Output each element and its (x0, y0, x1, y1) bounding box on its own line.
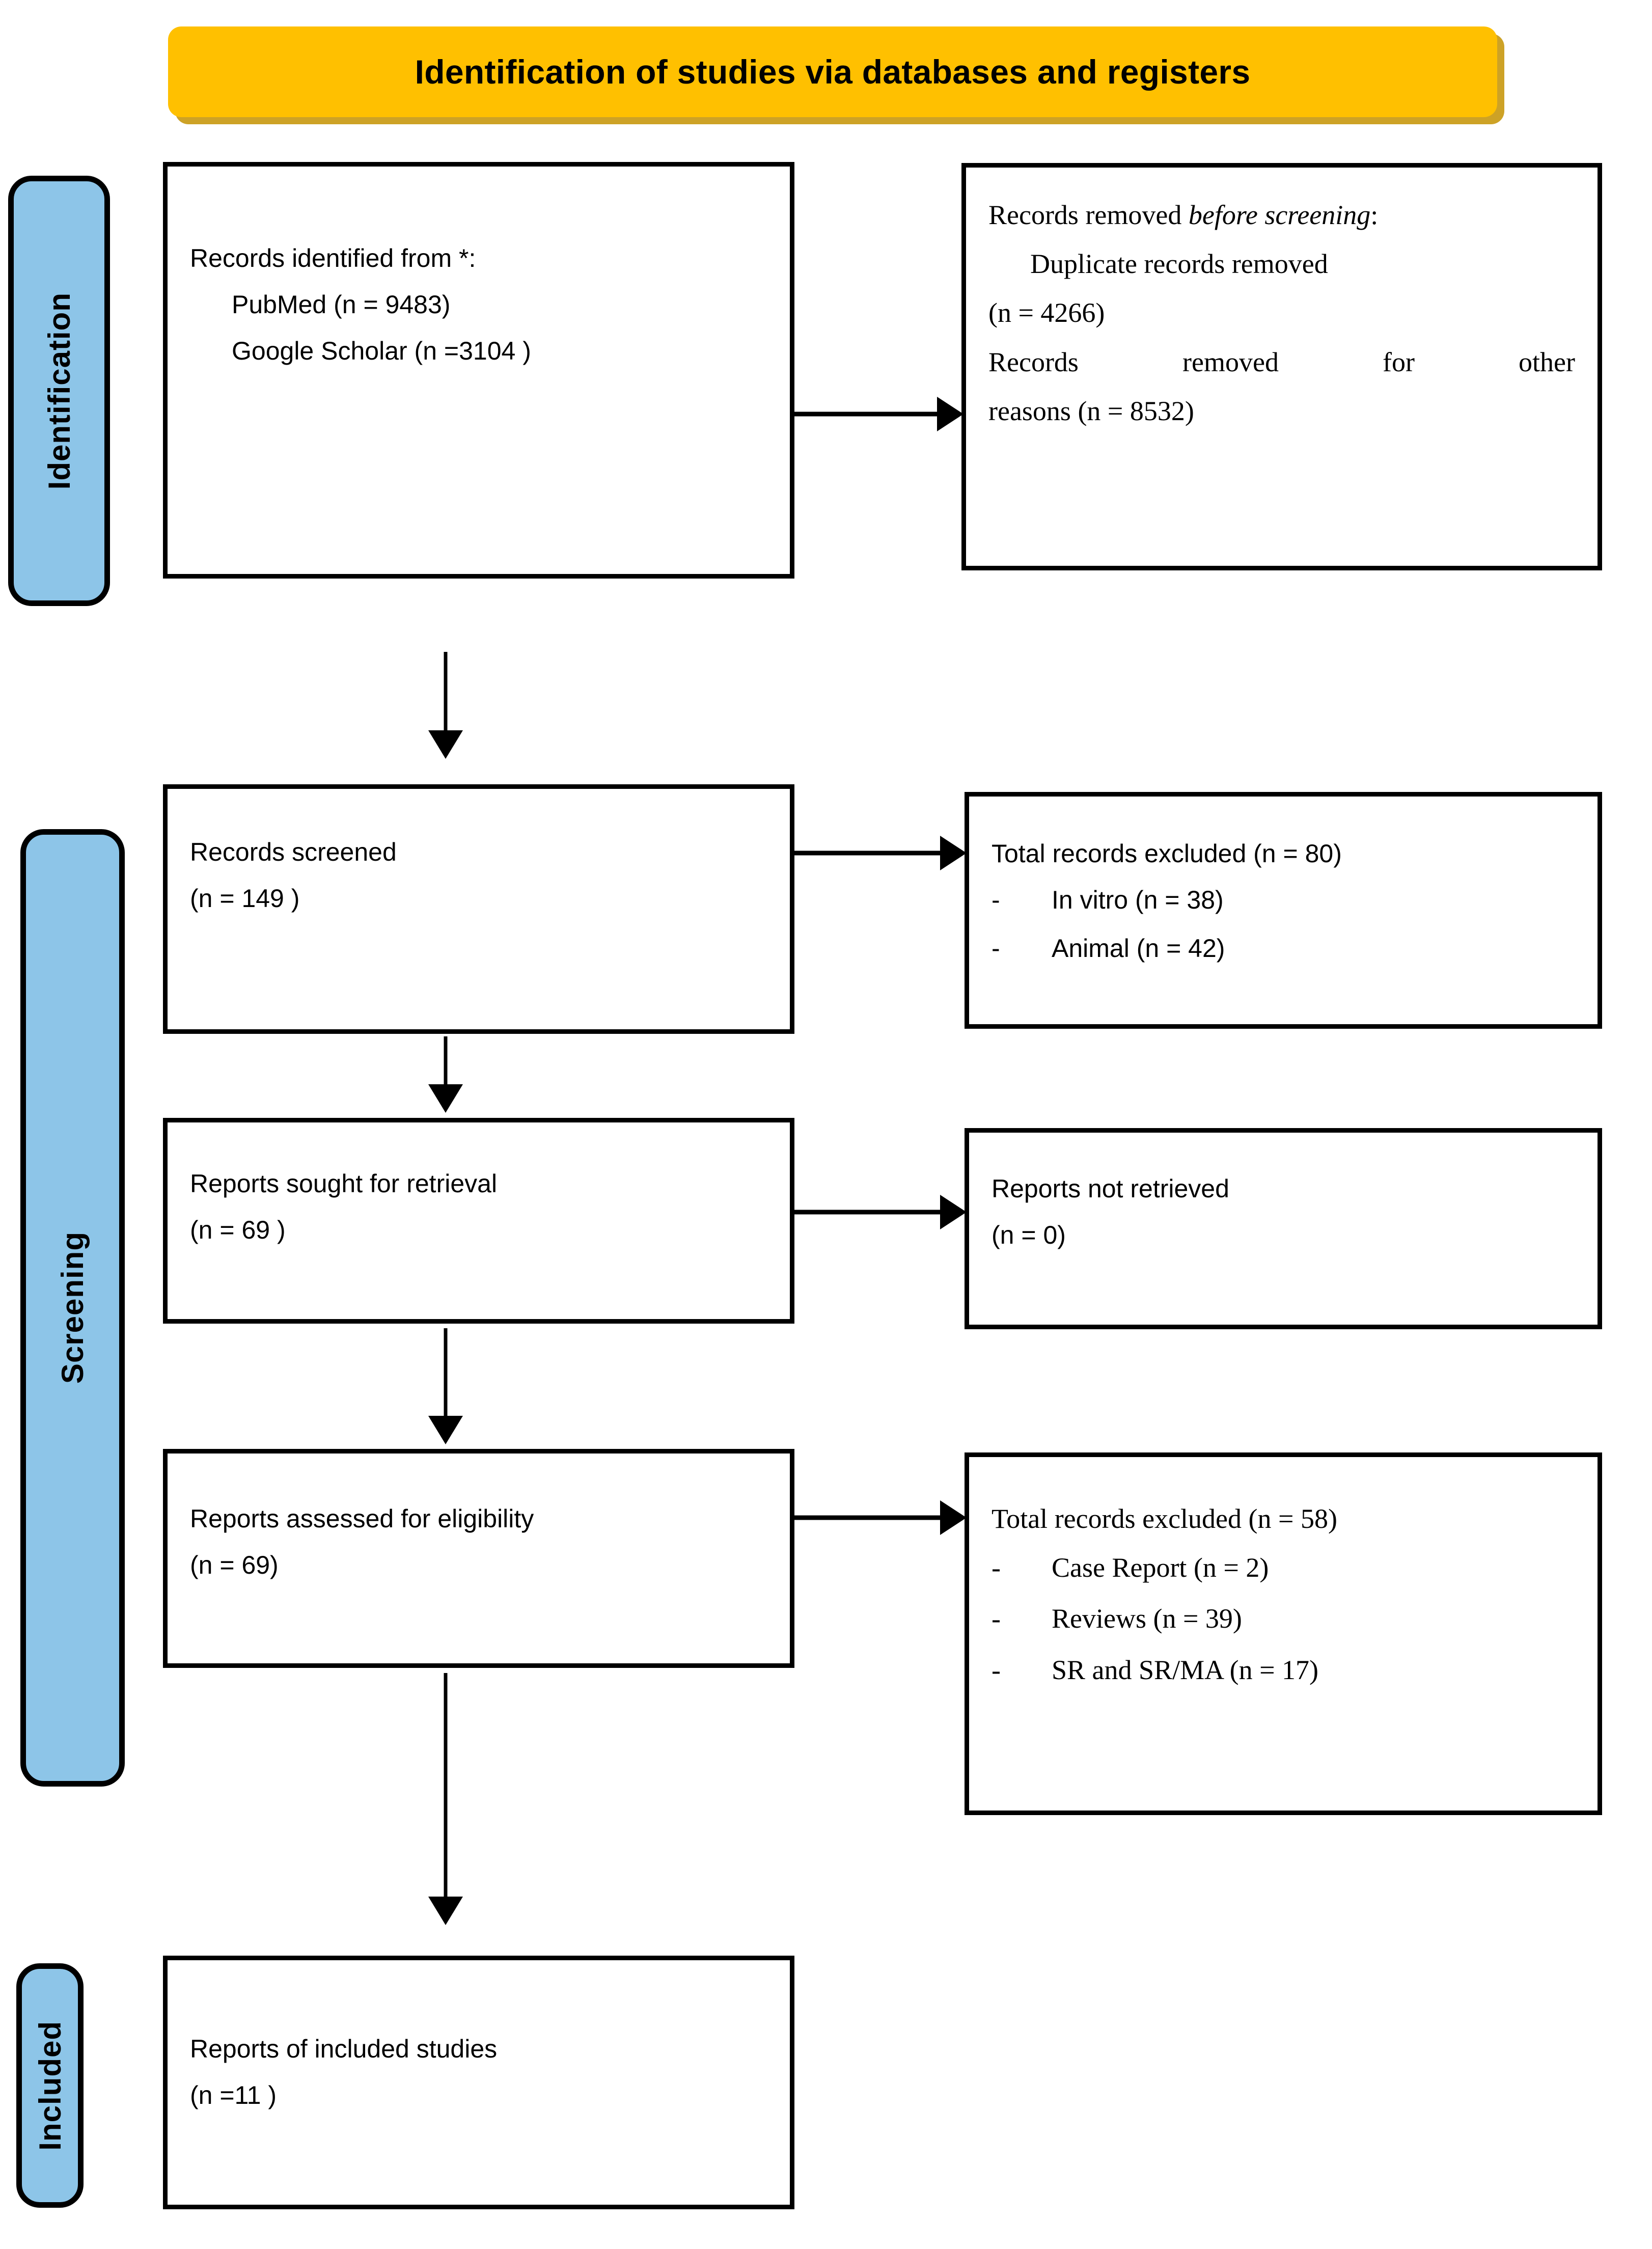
bullet-dash-icon: - (992, 1552, 1001, 1583)
excluded-eligibility-item-reviews: - Reviews (n = 39) (992, 1601, 1575, 1636)
arrow-head-icon (940, 1195, 967, 1229)
arrow-identified-to-removed (794, 396, 963, 432)
excluded-screening-item-in-vitro-label: In vitro (n = 38) (1052, 886, 1224, 914)
box-records-identified: Records identified from *: PubMed (n = 9… (163, 162, 794, 579)
arrow-head-icon (937, 397, 963, 431)
arrow-head-icon (428, 1897, 463, 1925)
excluded-eligibility-item-reviews-label: Reviews (n = 39) (1052, 1603, 1242, 1634)
excluded-eligibility-item-case-report: - Case Report (n = 2) (992, 1550, 1575, 1585)
arrow-shaft (794, 851, 942, 856)
reports-assessed-title: Reports assessed for eligibility (190, 1504, 534, 1533)
arrow-identified-to-screened (428, 652, 463, 759)
page-title: Identification of studies via databases … (415, 53, 1251, 91)
included-studies-count: (n =11 ) (190, 2081, 277, 2109)
phase-tab-included: Included (16, 1963, 84, 2208)
phase-tab-screening-label: Screening (56, 1231, 90, 1384)
arrow-assessed-to-excluded (794, 1500, 967, 1535)
records-removed-title-plain: Records removed (988, 200, 1189, 230)
box-reports-sought-for-retrieval: Reports sought for retrieval (n = 69 ) (163, 1118, 794, 1324)
records-removed-duplicates: Duplicate records removed (1030, 249, 1328, 280)
reports-not-retrieved-count: (n = 0) (992, 1221, 1066, 1249)
header-banner: Identification of studies via databases … (168, 26, 1497, 117)
arrow-head-icon (428, 1416, 463, 1444)
records-identified-title: Records identified from *: (190, 244, 476, 272)
arrow-sought-to-not-retrieved (794, 1194, 967, 1230)
excluded-screening-item-animal-label: Animal (n = 42) (1052, 934, 1225, 963)
excluded-eligibility-item-sr-srma: - SR and SR/MA (n = 17) (992, 1652, 1575, 1688)
arrow-shaft (794, 1210, 942, 1215)
arrow-shaft (444, 652, 448, 733)
records-removed-title-colon: : (1370, 200, 1379, 230)
box-records-removed-before-screening: Records removed before screening: Duplic… (961, 163, 1602, 570)
phase-tab-included-label: Included (33, 2020, 67, 2151)
reports-sought-count: (n = 69 ) (190, 1216, 286, 1244)
included-studies-title: Reports of included studies (190, 2035, 498, 2063)
records-screened-title: Records screened (190, 838, 397, 866)
arrow-shaft (444, 1036, 448, 1087)
arrow-head-icon (940, 1500, 967, 1535)
arrow-head-icon (940, 836, 967, 870)
records-removed-title-italic: before screening (1188, 200, 1371, 230)
box-reports-not-retrieved: Reports not retrieved (n = 0) (965, 1128, 1602, 1329)
arrow-shaft (444, 1673, 448, 1900)
reports-assessed-count: (n = 69) (190, 1551, 279, 1579)
reports-sought-title: Reports sought for retrieval (190, 1169, 498, 1198)
records-removed-other-count: reasons (n = 8532) (988, 395, 1194, 426)
arrow-shaft (794, 412, 940, 417)
excluded-screening-item-animal: - Animal (n = 42) (992, 932, 1575, 965)
excluded-screening-item-in-vitro: - In vitro (n = 38) (992, 884, 1575, 917)
arrow-head-icon (428, 730, 463, 759)
bullet-dash-icon: - (992, 1654, 1001, 1685)
records-screened-count: (n = 149 ) (190, 884, 300, 913)
excluded-screening-heading: Total records excluded (n = 80) (992, 839, 1342, 868)
records-identified-source-google-scholar: Google Scholar (n =3104 ) (232, 337, 531, 365)
arrow-assessed-to-included (428, 1673, 463, 1925)
records-removed-title: Records removed before screening: (988, 197, 1575, 233)
arrow-shaft (794, 1515, 942, 1520)
box-reports-assessed-for-eligibility: Reports assessed for eligibility (n = 69… (163, 1449, 794, 1668)
excluded-eligibility-item-sr-srma-label: SR and SR/MA (n = 17) (1052, 1654, 1319, 1685)
records-removed-other: Records removed for other (988, 346, 1575, 377)
box-records-screened: Records screened (n = 149 ) (163, 784, 794, 1034)
box-records-excluded-eligibility: Total records excluded (n = 58) - Case R… (965, 1452, 1602, 1815)
box-records-excluded-screening: Total records excluded (n = 80) - In vit… (965, 792, 1602, 1029)
bullet-dash-icon: - (992, 886, 1000, 914)
reports-not-retrieved-title: Reports not retrieved (992, 1174, 1229, 1203)
bullet-dash-icon: - (992, 1603, 1001, 1634)
arrow-screened-to-excluded (794, 835, 967, 871)
records-identified-source-pubmed: PubMed (n = 9483) (232, 290, 451, 319)
records-removed-duplicates-count: (n = 4266) (988, 297, 1105, 328)
arrow-screened-to-sought (428, 1036, 463, 1113)
excluded-eligibility-item-case-report-label: Case Report (n = 2) (1052, 1552, 1269, 1583)
arrow-sought-to-assessed (428, 1328, 463, 1444)
arrow-shaft (444, 1328, 448, 1419)
phase-tab-identification: Identification (8, 176, 110, 606)
phase-tab-identification-label: Identification (42, 292, 76, 490)
arrow-head-icon (428, 1084, 463, 1113)
excluded-eligibility-heading: Total records excluded (n = 58) (992, 1503, 1337, 1534)
bullet-dash-icon: - (992, 934, 1000, 963)
box-reports-of-included-studies: Reports of included studies (n =11 ) (163, 1956, 794, 2209)
phase-tab-screening: Screening (20, 829, 125, 1787)
